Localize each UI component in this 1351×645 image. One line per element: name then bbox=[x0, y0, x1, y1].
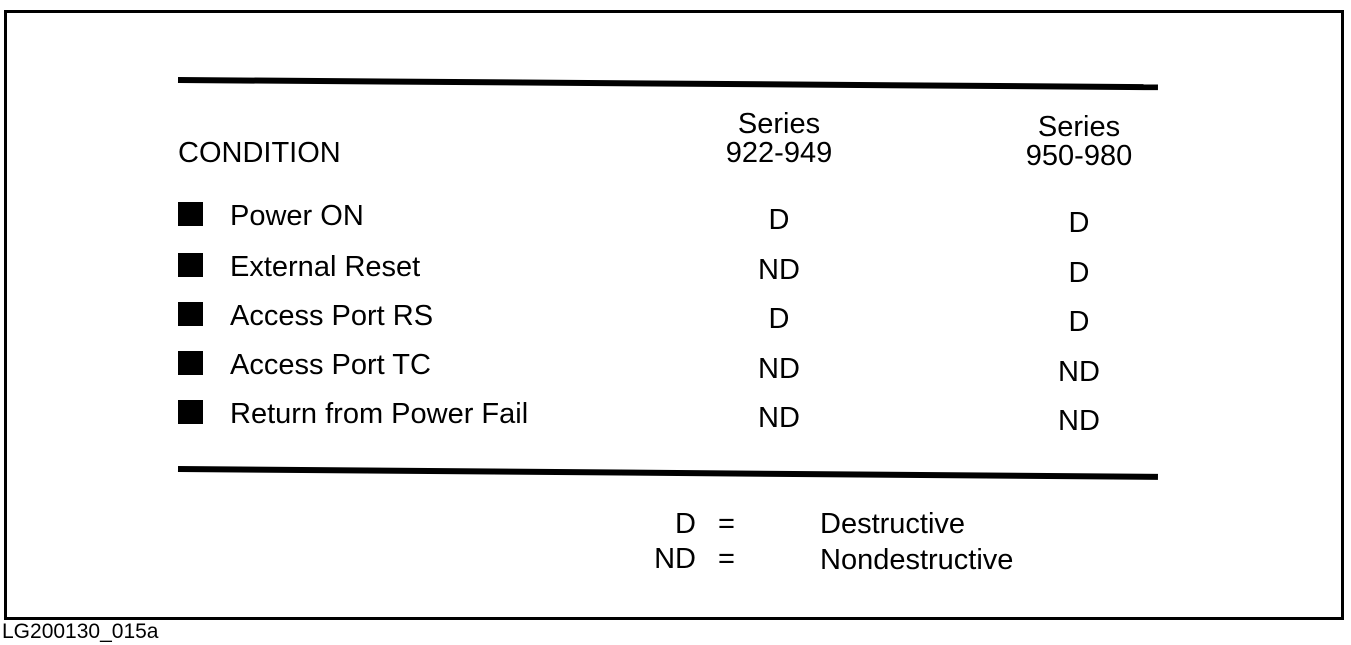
figure-id-label: LG200130_015a bbox=[2, 620, 159, 643]
col2-header-line2: 950-980 bbox=[1025, 140, 1133, 172]
table-row-label: Access Port TC bbox=[178, 351, 431, 380]
col1-header-line1: Series bbox=[737, 108, 821, 140]
table-cell-series-922-949: ND bbox=[758, 254, 800, 286]
series-950-980-column-header: Series 950-980 bbox=[979, 113, 1179, 171]
table-row-label: External Reset bbox=[178, 253, 420, 282]
table-cell-series-950-980: ND bbox=[1058, 405, 1100, 437]
square-bullet-icon bbox=[178, 400, 203, 425]
square-bullet-icon bbox=[178, 302, 203, 327]
legend-abbr: ND bbox=[654, 543, 696, 575]
row-label-text: Access Port TC bbox=[230, 349, 431, 381]
table-cell-series-922-949: ND bbox=[758, 402, 800, 434]
condition-column-header: CONDITION bbox=[178, 137, 341, 169]
table-cell-series-950-980: D bbox=[1068, 306, 1090, 338]
col2-header-line1: Series bbox=[1037, 111, 1121, 143]
legend-meaning: Nondestructive bbox=[820, 544, 1014, 576]
legend-equals: = bbox=[718, 543, 735, 575]
square-bullet-icon bbox=[178, 202, 203, 227]
col1-header-line2: 922-949 bbox=[725, 137, 833, 169]
legend-meaning: Destructive bbox=[820, 508, 966, 540]
row-label-text: External Reset bbox=[230, 251, 421, 283]
table-cell-series-950-980: D bbox=[1068, 257, 1090, 289]
table-row-label: Return from Power Fail bbox=[178, 400, 528, 429]
table-cell-series-950-980: D bbox=[1068, 207, 1090, 239]
square-bullet-icon bbox=[178, 253, 203, 278]
legend-abbr: D bbox=[675, 508, 696, 540]
figure-frame bbox=[4, 10, 1344, 620]
row-label-text: Return from Power Fail bbox=[230, 398, 529, 430]
table-cell-series-950-980: ND bbox=[1058, 356, 1100, 388]
legend-equals: = bbox=[718, 508, 735, 540]
table-cell-series-922-949: D bbox=[768, 204, 790, 236]
series-922-949-column-header: Series 922-949 bbox=[679, 110, 879, 168]
row-label-text: Access Port RS bbox=[230, 300, 434, 332]
square-bullet-icon bbox=[178, 351, 203, 376]
table-row-label: Power ON bbox=[178, 202, 364, 231]
table-row-label: Access Port RS bbox=[178, 302, 433, 331]
table-cell-series-922-949: ND bbox=[758, 353, 800, 385]
row-label-text: Power ON bbox=[230, 200, 364, 232]
table-cell-series-922-949: D bbox=[768, 303, 790, 335]
